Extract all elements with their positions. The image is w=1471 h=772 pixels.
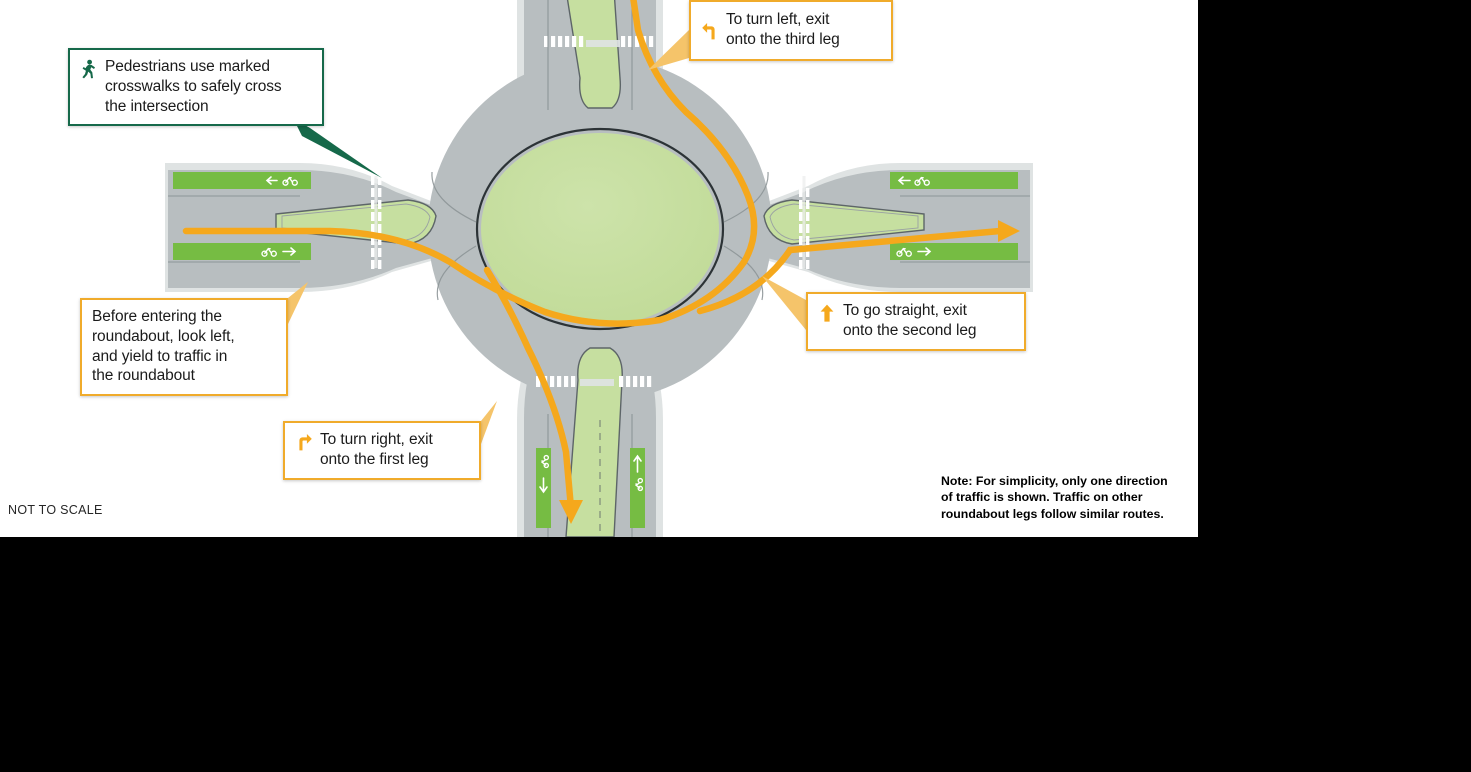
callout-go-straight[interactable]: To go straight, exit onto the second leg: [806, 292, 1026, 351]
turn-right-arrow-icon: [299, 434, 312, 451]
path-exit-east-straight: [696, 227, 1004, 315]
ring-edge-lines: [431, 171, 769, 301]
not-to-scale-label: NOT TO SCALE: [8, 503, 103, 517]
central-island: [475, 127, 725, 331]
bike-lane-east-lower: [890, 243, 1018, 260]
straight-arrow-icon: [820, 304, 834, 322]
pointer-turn-right-2: [481, 401, 497, 444]
bike-lanes: [173, 172, 1018, 528]
bike-lane-east-upper: [890, 172, 1018, 189]
travel-path-arrowheads: [559, 220, 1020, 524]
pointer-go-straight: [762, 276, 806, 330]
callout-turn-left[interactable]: To turn left, exit onto the third leg: [689, 0, 893, 61]
bike-lane-south-left: [536, 448, 551, 528]
pointer-yield-2: [288, 282, 308, 324]
crosswalk-east: [799, 176, 810, 269]
bike-lane-west-upper: [173, 172, 311, 189]
callout-turn-right-text: To turn right, exit onto the first leg: [320, 431, 433, 468]
pedestrian-icon: [82, 59, 95, 79]
callout-yield[interactable]: Before entering the roundabout, look lef…: [80, 298, 288, 397]
bike-lane-west-lower: [173, 243, 311, 260]
path-entry-from-west: [182, 227, 748, 327]
callout-turn-left-text: To turn left, exit onto the third leg: [726, 11, 840, 48]
callout-turn-right[interactable]: To turn right, exit onto the first leg: [283, 421, 481, 480]
crosswalk-west: [371, 176, 382, 269]
callout-go-straight-text: To go straight, exit onto the second leg: [843, 302, 977, 339]
turn-left-arrow-icon: [702, 23, 715, 40]
note-text: Note: For simplicity, only one direction…: [941, 474, 1168, 521]
path-exit-south-right: [483, 266, 575, 512]
bike-lane-south-right: [630, 448, 645, 528]
callout-pedestrian[interactable]: Pedestrians use marked crosswalks to saf…: [68, 48, 324, 127]
callout-pedestrian-text: Pedestrians use marked crosswalks to saf…: [105, 58, 282, 115]
pointer-turn-left: [648, 30, 689, 70]
roundabout-diagram: [165, 0, 1033, 537]
diagram-canvas: Pedestrians use marked crosswalks to saf…: [0, 0, 1198, 537]
travel-paths: [182, 0, 1004, 512]
pointer-pedestrian: [293, 118, 382, 178]
callout-yield-text: Before entering the roundabout, look lef…: [92, 308, 235, 385]
crosswalks: [371, 36, 810, 387]
